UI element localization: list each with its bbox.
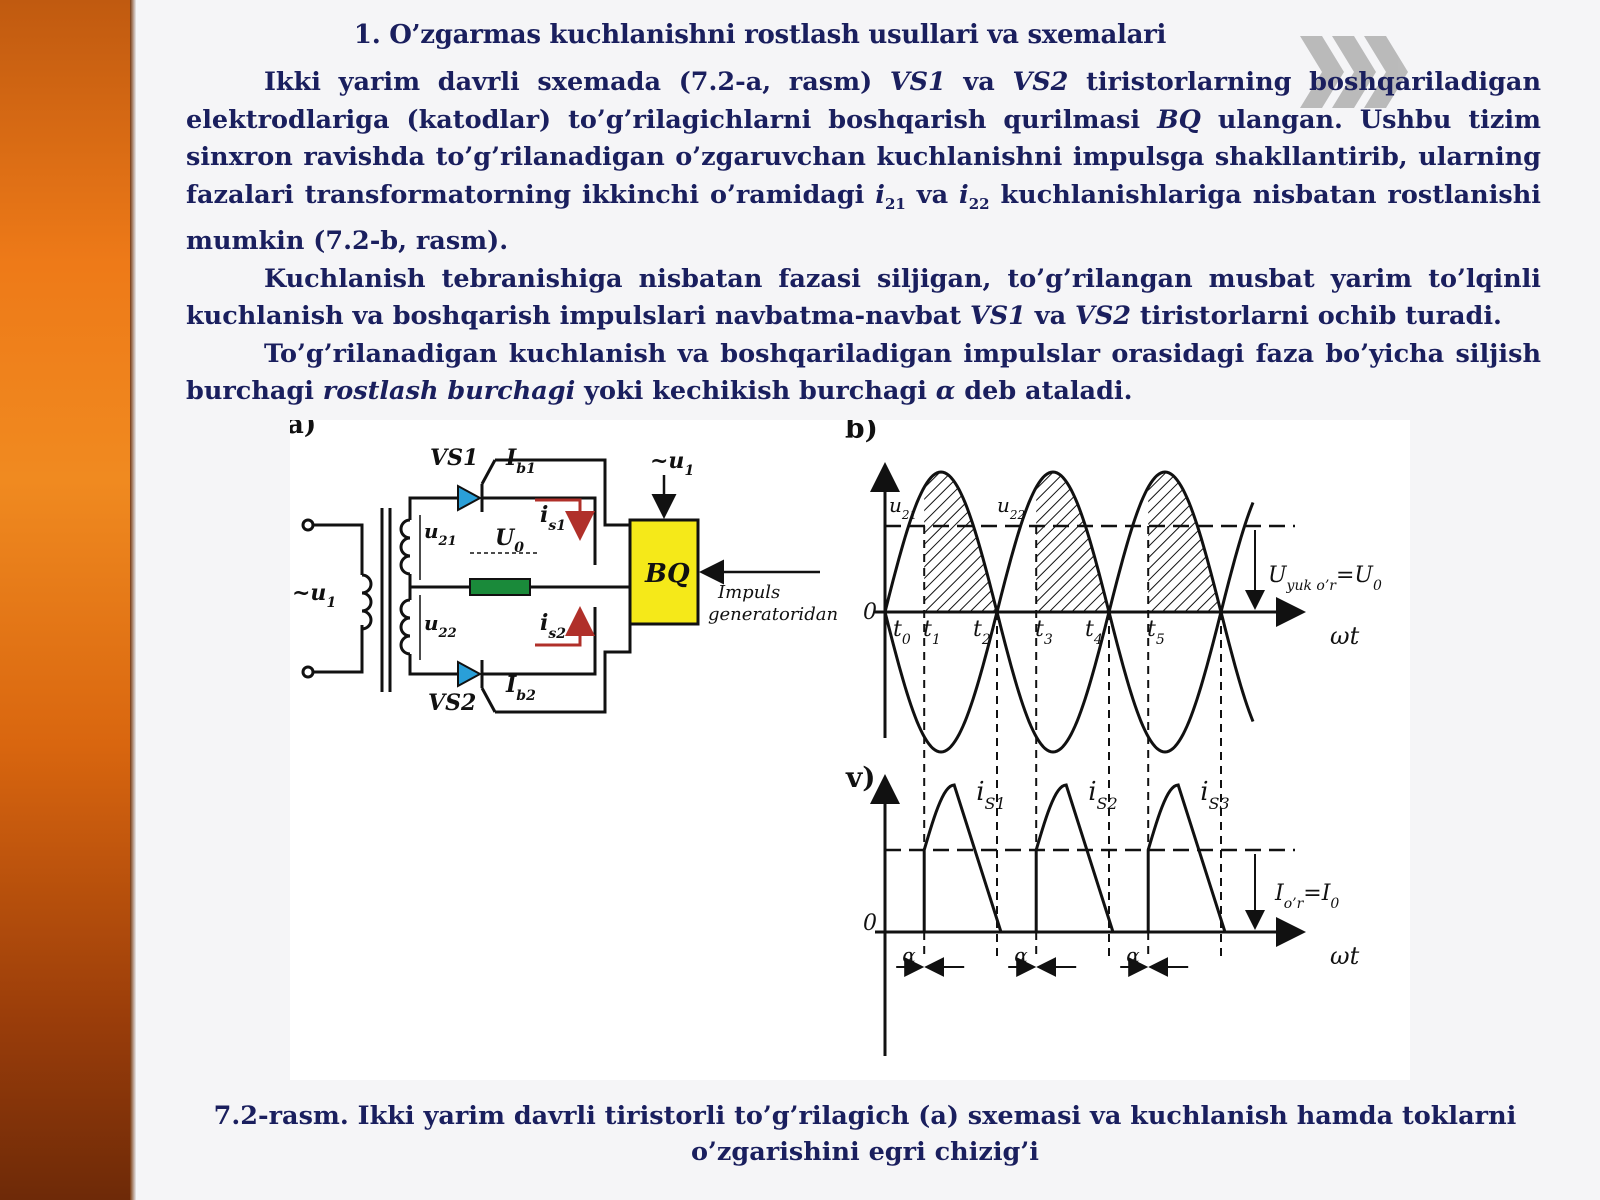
bq-block xyxy=(628,518,700,626)
voltage-axis-label: ωt xyxy=(1330,622,1360,650)
current-axis-label: ωt xyxy=(1330,942,1360,970)
sync-label: ~u1 xyxy=(650,448,694,479)
time-label-t3: t3 xyxy=(1035,617,1053,648)
current-pulse-3 xyxy=(1146,783,1227,933)
page-title: 1. O’zgarmas kuchlanishni rostlash usull… xyxy=(353,20,1167,50)
time-label-t2: t2 xyxy=(973,617,991,648)
is2-arrow xyxy=(535,606,595,647)
current-pulse-1 xyxy=(922,783,1003,933)
u21-curve xyxy=(883,470,1255,754)
vs1-label: VS1 xyxy=(430,445,478,471)
u21-label: u21 xyxy=(424,519,457,549)
i-level-label: Io’r=I0 xyxy=(1274,881,1339,912)
ib1-label: Ib1 xyxy=(505,445,536,477)
voltage-zero-label: 0 xyxy=(863,600,877,625)
hatched-region-1 xyxy=(924,472,997,612)
body-text: Ikki yarim davrli sxemada (7.2-a, rasm) … xyxy=(186,64,1541,411)
label-b: b) xyxy=(845,420,878,445)
current-pulse-2 xyxy=(1034,783,1115,933)
u22-curve xyxy=(883,470,1255,754)
sec-bottom-wire xyxy=(408,654,458,676)
input-terminal-bottom xyxy=(301,665,315,679)
vs2-label: VS2 xyxy=(428,690,476,716)
gate2-wire xyxy=(495,624,632,714)
time-label-t4: t4 xyxy=(1085,617,1103,648)
next-chevron-icon[interactable] xyxy=(1300,32,1410,112)
vs1-out-wire xyxy=(482,496,597,565)
paragraph-1: Ikki yarim davrli sxemada (7.2-a, rasm) … xyxy=(186,67,1541,257)
hatched-region-2 xyxy=(1036,472,1109,612)
is2-label: is2 xyxy=(540,610,566,642)
vs2-out-wire xyxy=(482,607,597,676)
generator-label-1: Impuls xyxy=(717,582,780,603)
u22-plot-label: u22 xyxy=(997,493,1025,522)
time-label-t1: t1 xyxy=(923,617,941,648)
primary-winding xyxy=(361,573,373,631)
input-terminal-top xyxy=(301,518,315,532)
u-level-label: Uyuk o’r=U0 xyxy=(1268,563,1382,594)
bq-label: BQ xyxy=(644,559,690,589)
time-label-t0: t0 xyxy=(893,617,911,648)
load-resistor xyxy=(469,578,531,596)
is1-arrow xyxy=(535,498,595,541)
vs2-gate xyxy=(480,687,497,713)
current-label-s2: iS2 xyxy=(1088,777,1117,813)
thyristor-vs1 xyxy=(457,484,483,512)
current-zero-label: 0 xyxy=(863,911,877,936)
input-label: ~u1 xyxy=(292,580,336,611)
hatched-region-3 xyxy=(1148,472,1221,612)
thyristor-vs2 xyxy=(457,660,483,688)
circuit-labels: VS1 VS2 Ib1 Ib2 is1 is2 u21 u22 U0 ~u1 ~… xyxy=(292,445,838,716)
hatched-regions xyxy=(924,472,1221,612)
figure-7-2: a) xyxy=(290,420,1410,1080)
is1-label: is1 xyxy=(540,502,566,534)
current-label-s3: iS3 xyxy=(1200,777,1229,813)
label-a: a) xyxy=(290,420,316,440)
circuit-diagram: a) xyxy=(290,420,820,714)
sidebar-gradient xyxy=(0,0,130,1200)
sidebar-edge xyxy=(130,0,136,1200)
time-label-t5: t5 xyxy=(1147,617,1165,648)
secondary-winding-top xyxy=(399,518,411,576)
alpha-label-2: α xyxy=(1014,943,1028,967)
paragraph-2: Kuchlanish tebranishiga nisbatan fazasi … xyxy=(186,263,1541,332)
current-plot: v) 0 iS1 iS2 iS3 α α α Io’r=I0 ωt xyxy=(845,761,1360,1056)
ib2-label: Ib2 xyxy=(505,672,536,704)
paragraph-3: To’g’rilanadigan kuchlanish va boshqaril… xyxy=(186,338,1541,407)
input-wire-bottom xyxy=(313,625,364,674)
vs1-gate xyxy=(480,459,497,485)
figure-caption: 7.2-rasm. Ikki yarim davrli tiristorli t… xyxy=(213,1101,1517,1167)
u21-plot-label: u21 xyxy=(889,493,917,522)
alpha-label-3: α xyxy=(1126,943,1140,967)
input-wire-top xyxy=(313,523,364,575)
current-label-s1: iS1 xyxy=(976,777,1005,813)
u0-label: U0 xyxy=(495,525,524,556)
sec-top-wire xyxy=(408,496,458,520)
alpha-label-1: α xyxy=(902,943,916,967)
u22-label: u22 xyxy=(424,611,457,641)
generator-label-2: generatoridan xyxy=(708,604,838,625)
label-v: v) xyxy=(845,761,876,794)
voltage-plot: b) 0 u21 u22 t0 t1 t2 t3 t4 t5 Uyuk o’r=U0 ωt xyxy=(845,420,1382,960)
secondary-winding-bottom xyxy=(399,598,411,656)
